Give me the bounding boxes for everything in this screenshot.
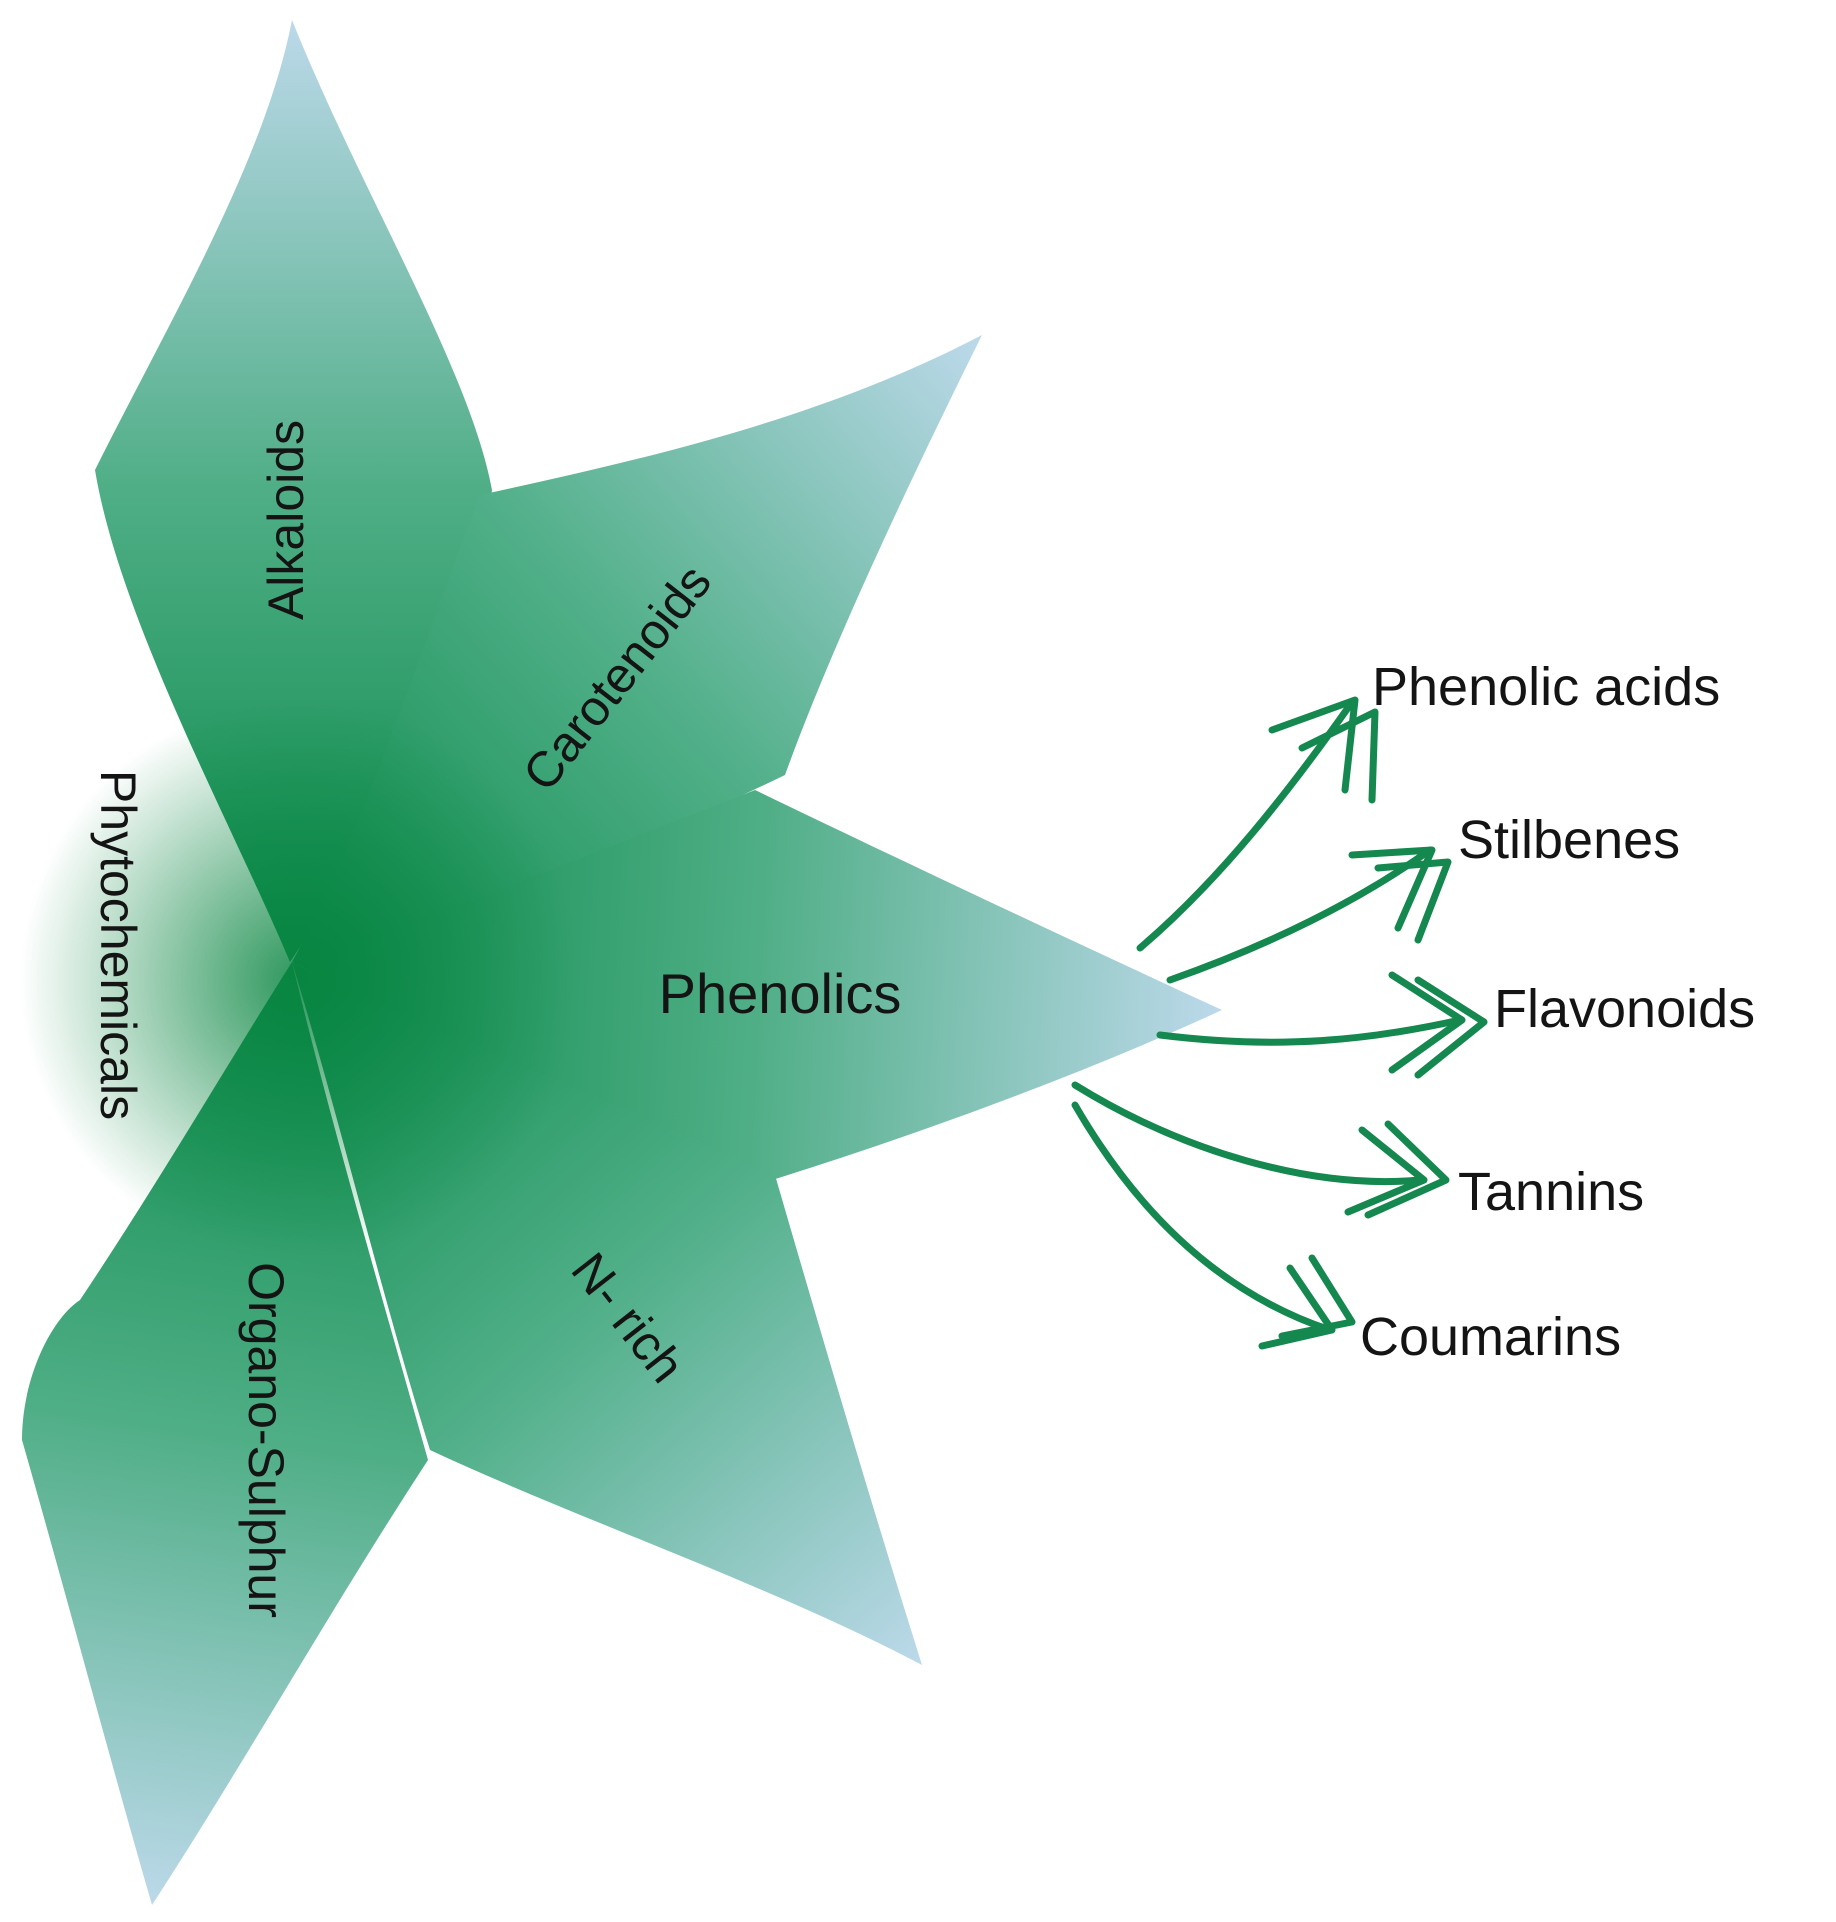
subclass-label-stilbenes: Stilbenes	[1458, 810, 1680, 870]
arrow-tannins	[1071, 1081, 1450, 1219]
petal-label-organo-sulphur: Organo-Sulphur	[238, 1262, 294, 1618]
subclass-label-tannins: Tannins	[1458, 1162, 1644, 1222]
arrow-stilbenes	[1166, 846, 1452, 984]
arrow-flavonoids	[1156, 971, 1488, 1079]
petal-core	[20, 700, 580, 1260]
petal-label-phenolics: Phenolics	[659, 962, 902, 1025]
arrows	[1071, 696, 1488, 1350]
subclass-label-coumarins: Coumarins	[1360, 1307, 1621, 1367]
arrow-coumarins	[1071, 1101, 1356, 1350]
arrow-phenolic-acids	[1136, 696, 1379, 952]
subclass-label-phenolic-acids: Phenolic acids	[1372, 657, 1720, 717]
subclass-label-flavonoids: Flavonoids	[1494, 979, 1755, 1039]
center-label-phytochemicals: Phytochemicals	[90, 770, 146, 1120]
petal-label-alkaloids: Alkaloids	[258, 420, 314, 620]
